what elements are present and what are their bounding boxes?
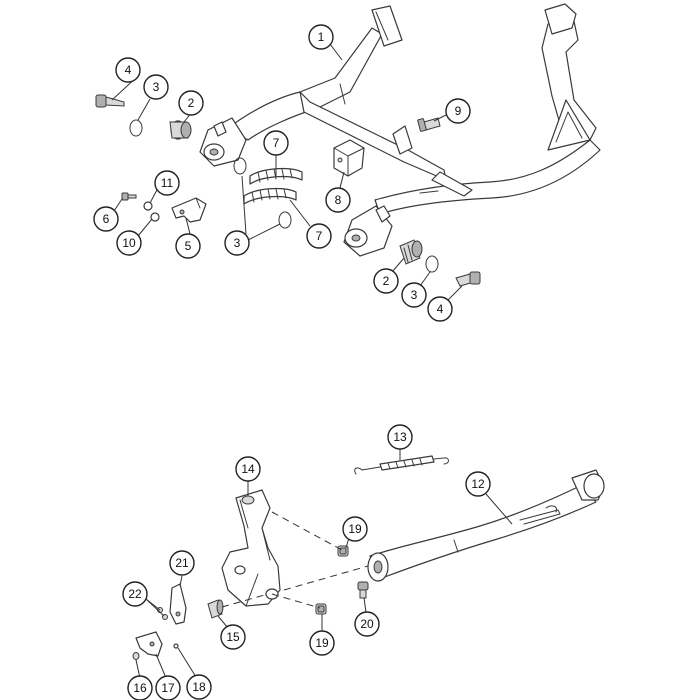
callout-9: 9 [445, 98, 471, 124]
callout-3-upper: 3 [143, 74, 169, 100]
side-stand-leg-part12 [367, 469, 605, 582]
callout-12: 12 [465, 471, 491, 497]
leader-lines [111, 43, 513, 679]
callout-label: 1 [318, 30, 325, 44]
bushing-part15 [207, 599, 224, 619]
callout-3-lower: 3 [401, 282, 427, 308]
callout-4-upper: 4 [115, 57, 141, 83]
callout-label: 11 [161, 176, 174, 190]
bolt-part19-lower [315, 603, 327, 615]
callout-label: 8 [335, 193, 342, 207]
callout-label: 21 [175, 556, 189, 570]
callout-15: 15 [220, 624, 246, 650]
callout-label: 20 [360, 617, 374, 631]
callout-label: 12 [471, 477, 485, 491]
bolt-part4-upper [95, 94, 125, 108]
callout-label: 7 [273, 136, 280, 150]
callout-20: 20 [354, 611, 380, 637]
o-ring-part3-right [278, 211, 292, 229]
o-ring-part3-upper [129, 119, 143, 137]
callout-16: 16 [127, 675, 153, 700]
callout-19-lower: 19 [309, 630, 335, 656]
washer-part10 [150, 212, 160, 222]
callout-label: 14 [241, 462, 255, 476]
o-ring-part3-lower [425, 255, 439, 273]
callout-label: 19 [348, 522, 362, 536]
mounting-bracket-part8 [333, 139, 365, 177]
spring-part7-upper [249, 167, 303, 185]
o-ring-part3-middle [233, 157, 247, 175]
bolt-part4-lower [455, 271, 481, 287]
callout-label: 3 [411, 288, 418, 302]
bolt-part9 [417, 117, 441, 132]
callout-17: 17 [155, 675, 181, 700]
spring-part7-lower [243, 187, 297, 205]
callout-2-lower: 2 [373, 268, 399, 294]
callout-label: 3 [153, 80, 160, 94]
callout-14: 14 [235, 456, 261, 482]
callout-1: 1 [308, 24, 334, 50]
callout-label: 2 [383, 274, 390, 288]
callout-label: 9 [455, 104, 462, 118]
callout-label: 10 [122, 236, 136, 250]
callout-10: 10 [116, 230, 142, 256]
center-stand-frame [199, 3, 601, 257]
callout-label: 16 [133, 681, 147, 695]
bushing-part2-upper [169, 120, 192, 140]
bolt-part20 [357, 581, 369, 599]
callout-22: 22 [122, 581, 148, 607]
callout-6: 6 [93, 206, 119, 232]
callout-label: 18 [192, 680, 206, 694]
callout-21: 21 [169, 550, 195, 576]
callout-label: 13 [393, 430, 407, 444]
bushing-part2-lower [399, 239, 423, 265]
side-stand-bracket-part14 [221, 489, 281, 607]
callout-18: 18 [186, 674, 212, 700]
callout-label: 17 [161, 681, 175, 695]
nut-part16 [132, 652, 140, 660]
callout-label: 19 [315, 636, 329, 650]
callout-label: 4 [437, 302, 444, 316]
callout-11: 11 [154, 170, 180, 196]
callout-label: 7 [316, 229, 323, 243]
callout-label: 3 [234, 236, 241, 250]
callout-19-upper: 19 [342, 516, 368, 542]
callout-3-middle: 3 [224, 230, 250, 256]
callout-8: 8 [325, 187, 351, 213]
callout-label: 2 [188, 96, 195, 110]
callout-5: 5 [175, 233, 201, 259]
spring-part13 [354, 455, 449, 475]
callout-label: 5 [185, 239, 192, 253]
switch-bracket-part21 [169, 583, 187, 625]
pin-part18 [173, 643, 179, 649]
callout-label: 6 [103, 212, 110, 226]
plate-part17 [135, 631, 163, 657]
screw-part6 [121, 192, 137, 201]
clip-part5 [171, 197, 207, 223]
callout-label: 22 [128, 587, 142, 601]
callout-4-lower: 4 [427, 296, 453, 322]
callout-2-upper: 2 [178, 90, 204, 116]
callout-label: 15 [226, 630, 240, 644]
washer-part11 [143, 201, 153, 211]
callout-13: 13 [387, 424, 413, 450]
callout-7-lower: 7 [306, 223, 332, 249]
callout-label: 4 [125, 63, 132, 77]
callout-7-upper: 7 [263, 130, 289, 156]
